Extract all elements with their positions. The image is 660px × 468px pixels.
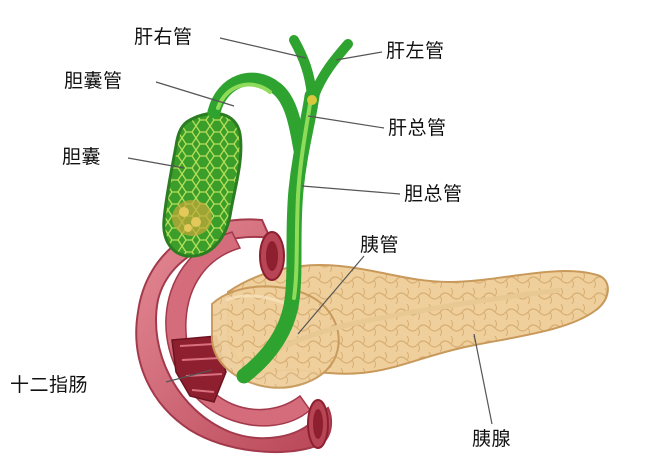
label-common-bile-duct: 胆总管	[404, 183, 463, 205]
right-hepatic-duct	[289, 35, 317, 101]
left-hepatic-duct	[309, 39, 353, 101]
label-pancreatic-duct: 胰管	[360, 234, 400, 256]
label-cystic-duct: 胆囊管	[64, 70, 123, 92]
label-left-hepatic-duct: 肝左管	[386, 40, 445, 62]
leader-lines	[127, 37, 493, 425]
label-pancreas: 胰腺	[472, 428, 512, 450]
label-gallbladder: 胆囊	[62, 146, 102, 168]
label-common-hepatic-duct: 肝总管	[388, 117, 447, 139]
label-right-hepatic-duct: 肝右管	[134, 26, 193, 48]
cystic-duct	[207, 72, 307, 157]
label-duodenum: 十二指肠	[10, 374, 89, 396]
